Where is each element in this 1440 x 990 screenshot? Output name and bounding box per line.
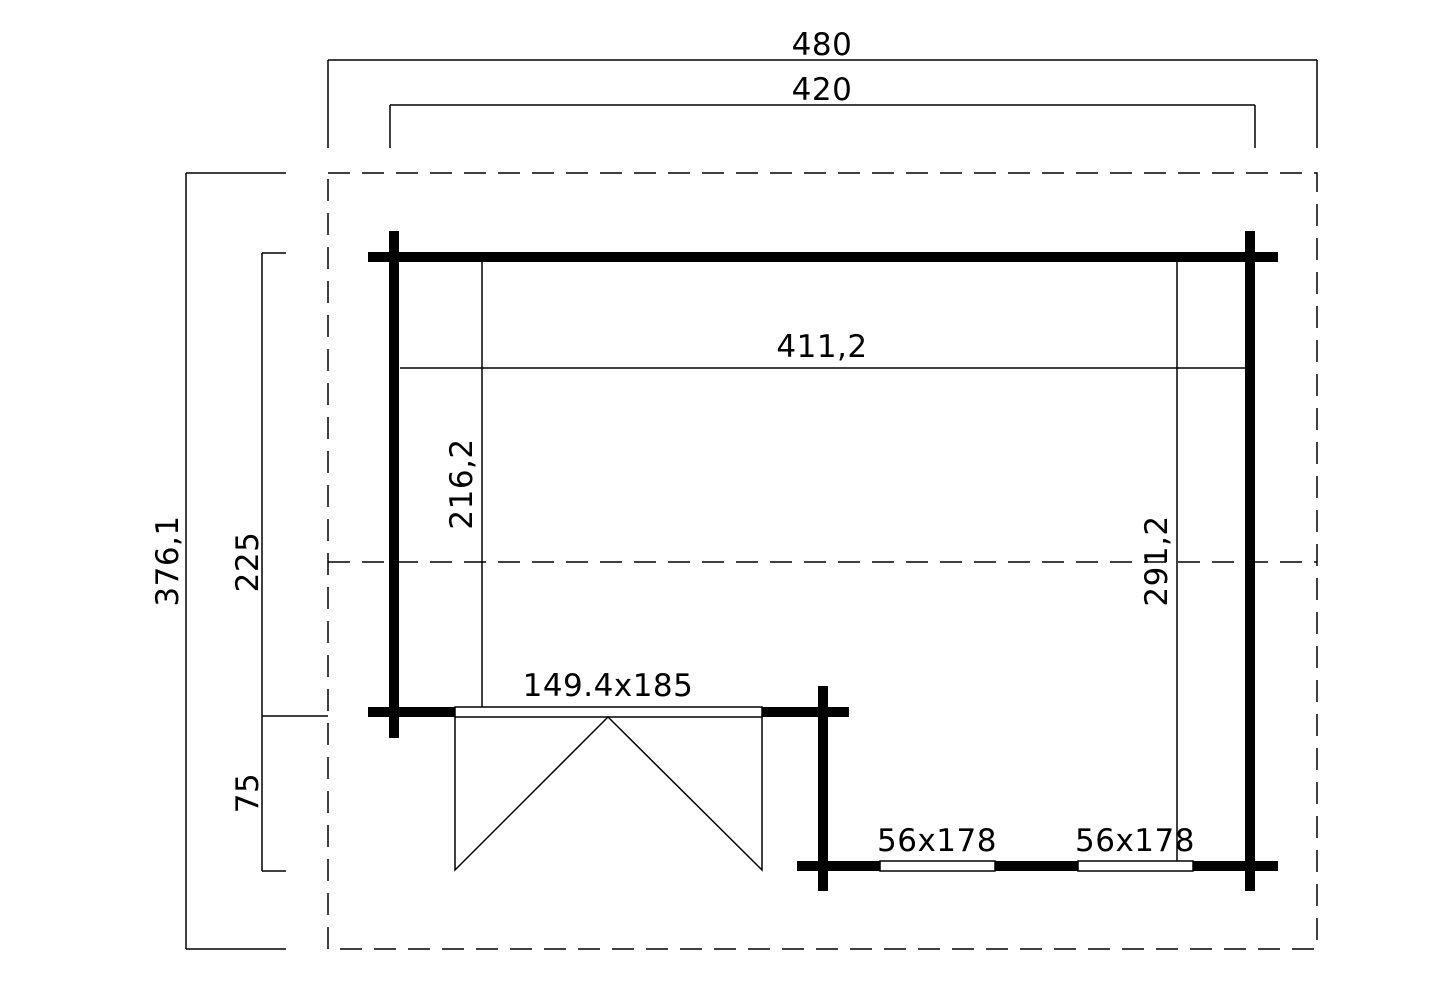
label-porch-depth: 75 <box>230 773 266 813</box>
dimension-overall-width: 480 <box>327 27 1318 148</box>
label-interior-depth-right: 291,2 <box>1139 515 1175 606</box>
window-left: 56x178 <box>877 823 997 872</box>
label-overall-width: 480 <box>792 27 853 63</box>
walls <box>368 231 1278 891</box>
label-window-right: 56x178 <box>1075 823 1195 859</box>
dimension-main-depth: 225 <box>230 252 328 717</box>
dimension-interior-width: 411,2 <box>400 329 1245 369</box>
roof-outline <box>327 172 1318 950</box>
dimension-interior-depth-left: 216,2 <box>444 262 483 707</box>
label-wall-width: 420 <box>792 72 853 108</box>
label-interior-depth-left: 216,2 <box>444 438 480 529</box>
door: 149.4x185 <box>454 668 763 872</box>
window-right: 56x178 <box>1075 823 1195 872</box>
dimension-overall-depth: 376,1 <box>150 172 286 950</box>
dimension-interior-depth-right: 291,2 <box>1139 262 1178 861</box>
label-window-left: 56x178 <box>877 823 997 859</box>
label-door: 149.4x185 <box>523 668 694 704</box>
door-swing-icon <box>454 715 763 872</box>
dimension-porch-depth: 75 <box>230 716 286 872</box>
dimension-wall-width: 420 <box>389 72 1256 148</box>
label-interior-width: 411,2 <box>776 329 867 365</box>
label-overall-depth: 376,1 <box>150 515 186 606</box>
door-opening <box>454 706 763 718</box>
label-main-depth: 225 <box>230 532 266 593</box>
window-left-opening <box>879 860 996 872</box>
window-right-opening <box>1077 860 1194 872</box>
